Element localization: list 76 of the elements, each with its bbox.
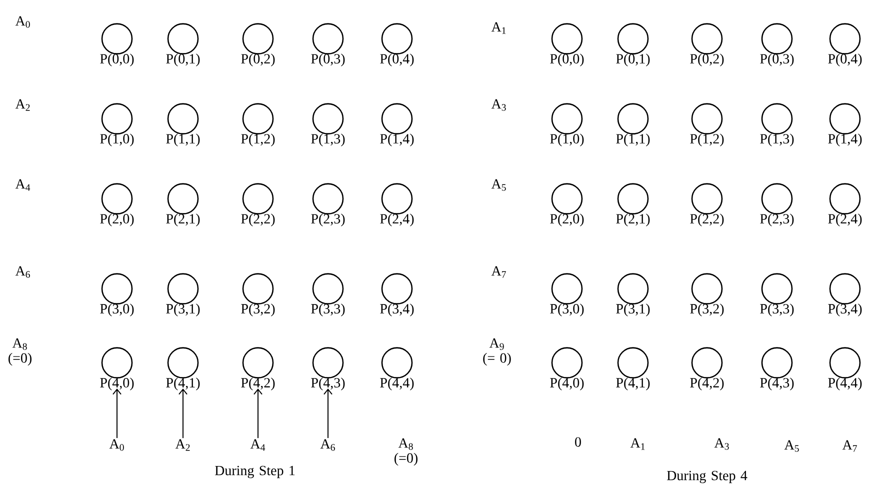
node-label: P(0,4) [828,54,862,66]
row-label: A$_{0}$ [15,16,30,28]
value-label: A$_{3}$ [714,438,729,450]
node-label: P(2,0) [100,214,134,226]
value-label: A$_{7}$ [842,440,857,452]
node-label: P(1,0) [100,134,134,146]
caption: During Step 1 [214,466,295,478]
node-label: P(1,2) [241,134,275,146]
node-label: P(3,0) [100,304,134,316]
node-label: P(2,2) [690,214,724,226]
node-label: P(2,3) [311,214,345,226]
node-label: P(4,0) [550,378,584,390]
value-label: A$_{1}$ [630,438,645,450]
node-label: P(1,1) [616,134,650,146]
node-label: P(4,2) [241,378,275,390]
node-label: P(3,4) [828,304,862,316]
arrow [324,388,332,439]
node-label: P(2,1) [616,214,650,226]
value-label: A$_{6}$ [320,439,335,451]
node-label: P(3,3) [760,304,794,316]
node-label: P(3,0) [550,304,584,316]
node-label: P(0,4) [380,54,414,66]
arrow [112,388,122,439]
value-label: A$_{8}$ (=0) [394,438,418,466]
node-label: P(4,4) [828,378,862,390]
row-label: A$_{2}$ [15,99,30,111]
node-label: P(2,0) [550,214,584,226]
value-label: 0 [575,437,581,447]
node-label: P(0,0) [550,54,584,66]
node-label: P(1,3) [760,134,794,146]
row-label: A$_{7}$ [491,266,506,278]
node-label: P(1,2) [690,134,724,146]
node-label: P(0,2) [690,54,724,66]
node-label: P(3,4) [380,304,414,316]
node-label: P(0,0) [100,54,134,66]
node-label: P(2,2) [241,214,275,226]
node-label: P(0,2) [241,54,275,66]
value-label: A$_{5}$ [784,440,799,452]
node-label: P(2,4) [828,214,862,226]
node-label: P(0,1) [166,54,200,66]
node-label: P(1,1) [166,134,200,146]
caption: During Step 4 [666,470,748,484]
node-label: P(4,0) [100,378,134,390]
row-label: A$_{5}$ [491,179,506,191]
row-label: A$_{8}$ (=0) [8,338,32,366]
node-label: P(4,1) [166,378,200,390]
node-label: P(3,2) [241,304,275,316]
node-label: P(3,3) [311,304,345,316]
row-label: A$_{1}$ [491,22,506,34]
arrow [254,388,262,439]
node-label: P(4,3) [760,378,794,390]
node-label: P(3,1) [616,304,650,316]
row-label: A$_{9}$ (= 0) [483,338,511,366]
node-label: P(0,1) [616,54,650,66]
row-label: A$_{3}$ [491,99,506,111]
node-label: P(2,3) [760,214,794,226]
value-label: A$_{4}$ [250,439,266,451]
node-label: P(4,4) [380,378,414,390]
node-label: P(3,2) [690,304,724,316]
node-label: P(3,1) [166,304,200,316]
node-label: P(2,1) [166,214,200,226]
row-label: A$_{6}$ [15,266,30,278]
node-label: P(2,4) [380,214,414,226]
value-label: A$_{2}$ [175,439,190,451]
node-label: P(0,3) [760,54,794,66]
row-label: A$_{4}$ [15,179,30,191]
node-label: P(1,4) [828,134,862,146]
node-label: P(4,1) [616,378,650,390]
node-label: P(4,3) [311,378,345,390]
node-label: P(1,0) [550,134,584,146]
node-label: P(0,3) [311,54,345,66]
node-label: P(1,4) [380,134,414,146]
node-label: P(1,3) [311,134,345,146]
node-label: P(4,2) [690,378,724,390]
value-label: A$_{0}$ [109,439,124,451]
arrow [178,388,188,439]
